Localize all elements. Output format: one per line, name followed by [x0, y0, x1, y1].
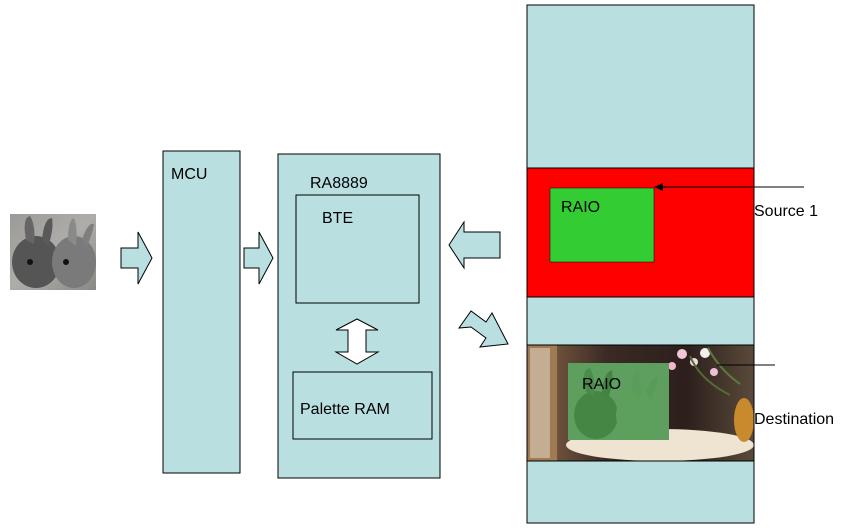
arrow-ra8889-to-destination	[459, 311, 508, 347]
bte-block	[296, 195, 419, 303]
destination-raio-block	[568, 363, 669, 440]
destination-label: Destination	[754, 411, 834, 428]
arrow-source-to-ra8889	[449, 222, 500, 268]
arrow-mcu-to-ra8889	[244, 232, 273, 284]
arrow-image-to-mcu	[121, 232, 152, 284]
palette-ram-label: Palette RAM	[300, 401, 390, 418]
mcu-label: MCU	[171, 166, 207, 183]
mcu-block	[163, 151, 240, 473]
source-raio-label: RAIO	[561, 199, 600, 216]
bte-label: BTE	[322, 210, 353, 227]
destination-raio-label: RAIO	[582, 376, 621, 393]
source-label: Source 1	[754, 203, 818, 220]
input-rabbits-image	[10, 214, 96, 290]
ra8889-label: RA8889	[310, 175, 368, 192]
